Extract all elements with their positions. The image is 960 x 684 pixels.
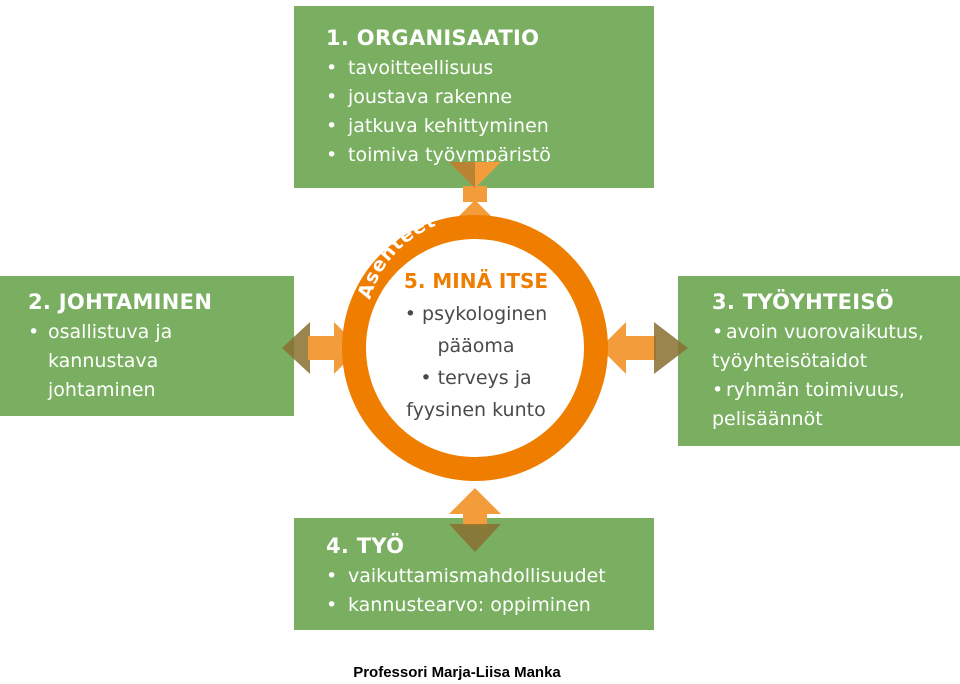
list-item: jatkuva kehittyminen (326, 112, 654, 141)
item-line: kannustava (48, 350, 159, 372)
item-line: osallistuva ja (48, 321, 173, 343)
item-list: avoin vuorovaikutus, työyhteisötaidot ry… (712, 318, 960, 434)
center-title: 5. MINÄ ITSE (403, 269, 549, 293)
box-tyoyhteiso: 3. TYÖYHTEISÖ avoin vuorovaikutus, työyh… (678, 276, 960, 446)
center-line: pääoma (437, 335, 515, 357)
attitude-ring (342, 215, 608, 481)
item-line: johtaminen (48, 379, 156, 401)
box-johtaminen: 2. JOHTAMINEN osallistuva ja kannustava … (0, 276, 294, 416)
item-line: avoin vuorovaikutus, (726, 321, 924, 343)
center-line: • terveys ja (420, 367, 532, 389)
center-line: fyysinen kunto (406, 399, 546, 421)
list-item: osallistuva ja kannustava johtaminen (28, 318, 294, 405)
center-content: 5. MINÄ ITSE • psykologinen pääoma • ter… (376, 266, 576, 426)
credit-text: Professori Marja-Liisa Manka (353, 664, 561, 681)
box-title: 4. TYÖ (326, 534, 405, 558)
item-list: tavoitteellisuus joustava rakenne jatkuv… (326, 54, 654, 170)
list-item: toimiva työympäristö (326, 141, 654, 170)
box-title: 2. JOHTAMINEN (28, 290, 213, 314)
box-organisaatio: 1. ORGANISAATIO tavoitteellisuus joustav… (294, 6, 654, 188)
list-item: joustava rakenne (326, 83, 654, 112)
item-line: työyhteisötaidot (712, 350, 868, 372)
double-arrow-right (600, 322, 688, 374)
item-line: ryhmän toimivuus, (726, 379, 905, 401)
box-title: 3. TYÖYHTEISÖ (712, 290, 894, 314)
center-line: • psykologinen (404, 303, 548, 325)
double-arrow-left (282, 322, 360, 374)
box-title: 1. ORGANISAATIO (326, 26, 540, 50)
list-item: vaikuttamismahdollisuudet (326, 562, 654, 591)
double-arrow-bottom (449, 488, 501, 552)
list-item: avoin vuorovaikutus, työyhteisötaidot (712, 318, 960, 376)
item-line: pelisäännöt (712, 408, 823, 430)
list-item: tavoitteellisuus (326, 54, 654, 83)
item-list: vaikuttamismahdollisuudet kannustearvo: … (326, 562, 654, 620)
item-list: osallistuva ja kannustava johtaminen (28, 318, 294, 405)
list-item: ryhmän toimivuus, pelisäännöt (712, 376, 960, 434)
list-item: kannustearvo: oppiminen (326, 591, 654, 620)
